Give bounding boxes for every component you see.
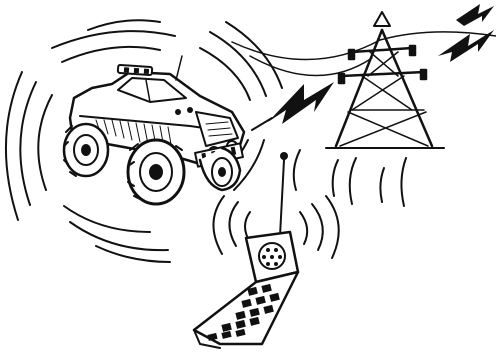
lightning-bolt-center bbox=[268, 82, 334, 124]
rc-truck bbox=[64, 56, 244, 204]
lightning-bolts bbox=[252, 4, 494, 130]
antenna-tip bbox=[280, 152, 288, 160]
truck-wheel-rear bbox=[64, 124, 108, 176]
power-line-tower bbox=[232, 12, 496, 148]
lightning-bolt-top bbox=[456, 4, 494, 26]
tower-radio-waves bbox=[294, 150, 406, 206]
truck-wheel-front bbox=[128, 140, 184, 204]
